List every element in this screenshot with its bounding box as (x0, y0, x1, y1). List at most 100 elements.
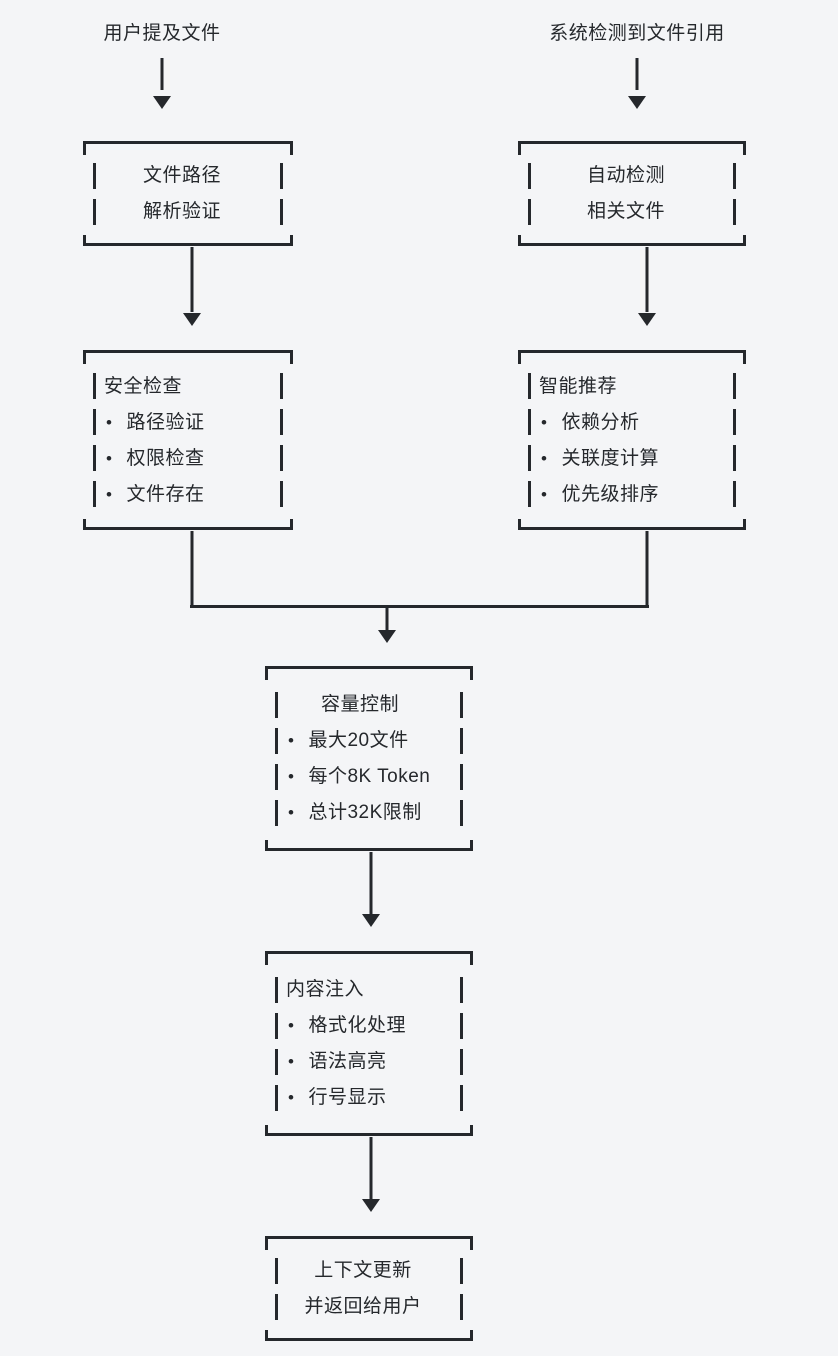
bullet-label: 依赖分析 (561, 411, 640, 433)
node-line: 智能推荐 (518, 368, 746, 404)
pipe-left (93, 162, 96, 189)
arrow-down-icon (362, 1199, 380, 1212)
node-line: 文件路径 (83, 158, 293, 194)
pipe-left (275, 1048, 278, 1075)
node-title: 上下文更新 (314, 1260, 412, 1281)
pipe-right (280, 162, 283, 189)
node-border-top (83, 350, 293, 364)
pipe-right (733, 481, 736, 507)
node-content-injection: 内容注入 • 格式化处理 • 语法高亮 (265, 951, 473, 1136)
pipe-right (460, 727, 463, 754)
bullet-label: 最大20文件 (308, 730, 409, 751)
node-border-top (518, 350, 746, 364)
pipe-left (275, 1293, 278, 1320)
pipe-left (275, 727, 278, 754)
pipe-left (275, 1084, 278, 1111)
pipe-left (528, 481, 531, 507)
node-bullet: • 路径验证 (83, 404, 293, 440)
bullet-label: 总计32K限制 (308, 802, 422, 823)
arrow-down-icon (628, 96, 646, 109)
pipe-right (460, 1012, 463, 1039)
node-line-2: 相关文件 (586, 201, 665, 222)
connector-file-path-to-security-check (190, 247, 194, 312)
node-line: 并返回给用户 (265, 1289, 473, 1325)
pipe-left (528, 373, 531, 399)
bullet-icon: • (288, 1088, 295, 1107)
pipe-right (280, 198, 283, 225)
bullet-icon: • (288, 1052, 295, 1071)
pipe-left (93, 373, 96, 399)
bullet-icon: • (288, 803, 295, 822)
connector-user-mention-to-file-path (160, 58, 164, 90)
pipe-left (275, 1012, 278, 1039)
pipe-right (460, 1293, 463, 1320)
bullet-icon: • (541, 412, 548, 432)
node-border-bottom (83, 235, 293, 246)
bullet-label: 语法高亮 (308, 1051, 387, 1072)
node-security-check: 安全检查 • 路径验证 • 权限检查 (83, 350, 293, 530)
node-title: 文件路径 (142, 165, 221, 186)
pipe-left (93, 481, 96, 507)
node-line-2: 并返回给用户 (304, 1296, 422, 1317)
node-line: 上下文更新 (265, 1253, 473, 1289)
pipe-left (93, 409, 96, 435)
pipe-right (280, 445, 283, 471)
pipe-left (275, 1257, 278, 1284)
heading-system-detect: 系统检测到文件引用 (549, 23, 725, 44)
node-line: 解析验证 (83, 194, 293, 230)
node-bullet: • 依赖分析 (518, 404, 746, 440)
node-border-top (83, 141, 293, 155)
node-border-top (265, 1236, 473, 1250)
pipe-right (460, 1048, 463, 1075)
node-title: 智能推荐 (539, 375, 618, 397)
node-border-top (265, 951, 473, 965)
node-title: 安全检查 (104, 375, 183, 397)
node-bullet: • 优先级排序 (518, 476, 746, 512)
bullet-icon: • (106, 448, 113, 468)
pipe-left (93, 445, 96, 471)
merge-bar (190, 605, 649, 608)
arrow-down-icon (153, 96, 171, 109)
pipe-right (733, 198, 736, 225)
bullet-label: 行号显示 (308, 1087, 387, 1108)
pipe-left (528, 162, 531, 189)
node-line-2: 解析验证 (142, 201, 221, 222)
node-title: 容量控制 (320, 694, 399, 715)
pipe-right (733, 162, 736, 189)
bullet-label: 每个8K Token (308, 766, 431, 787)
node-bullet: • 行号显示 (265, 1080, 473, 1116)
node-border-bottom (83, 519, 293, 530)
node-capacity-control: 容量控制 • 最大20文件 • 每个8K Token (265, 666, 473, 851)
arrow-down-icon (378, 630, 396, 643)
node-border-bottom (265, 1330, 473, 1341)
bullet-icon: • (288, 767, 295, 786)
node-file-path: 文件路径 解析验证 (83, 141, 293, 246)
pipe-left (528, 198, 531, 225)
node-border-bottom (265, 840, 473, 851)
connector-merge-to-capacity-control (385, 605, 389, 630)
arrow-down-icon (183, 313, 201, 326)
pipe-right (460, 1257, 463, 1284)
connector-capacity-to-content-injection (369, 852, 373, 914)
connector-system-detect-to-auto-detect (635, 58, 639, 90)
bullet-icon: • (541, 448, 548, 468)
pipe-left (275, 763, 278, 790)
pipe-right (460, 763, 463, 790)
pipe-right (460, 799, 463, 826)
arrow-down-icon (362, 914, 380, 927)
pipe-right (280, 373, 283, 399)
pipe-right (460, 976, 463, 1003)
node-auto-detect: 自动检测 相关文件 (518, 141, 746, 246)
node-line: 相关文件 (518, 194, 746, 230)
bullet-icon: • (541, 484, 548, 504)
node-bullet: • 总计32K限制 (265, 795, 473, 831)
heading-user-mention: 用户提及文件 (103, 23, 221, 44)
pipe-left (275, 799, 278, 826)
connector-smart-recommend-down (645, 531, 649, 607)
pipe-left (528, 409, 531, 435)
bullet-icon: • (288, 1016, 295, 1035)
node-border-bottom (265, 1125, 473, 1136)
node-title: 内容注入 (286, 979, 365, 1000)
bullet-icon: • (288, 731, 295, 750)
bullet-label: 格式化处理 (308, 1015, 406, 1036)
